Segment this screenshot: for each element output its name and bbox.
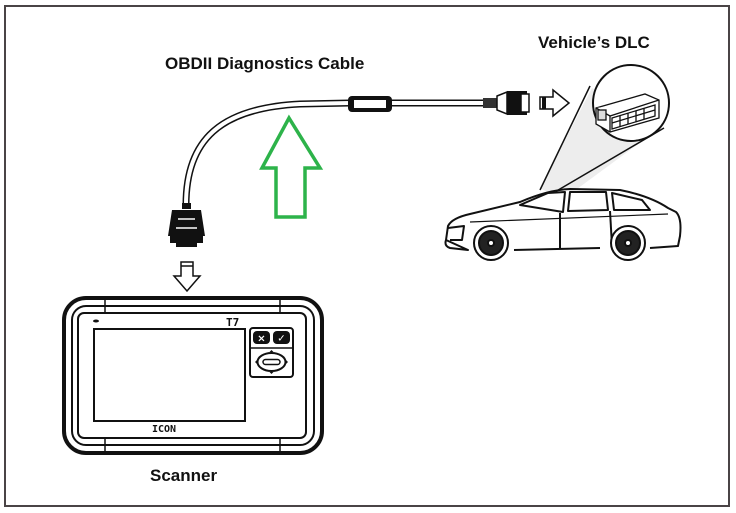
confirm-button-icon [273,331,290,344]
obdii-cable [182,99,489,209]
scanner-device: × ✓ T7 ICON [62,296,324,455]
vehicle-icon [444,188,682,261]
dpad-icon [255,350,288,374]
scanner-model-text: T7 [226,316,239,329]
db-connector [168,203,205,247]
dlc-port-icon [595,93,660,133]
arrow-right-icon [539,88,571,118]
dlc-label: Vehicle’s DLC [538,33,650,52]
arrow-down-icon [172,261,202,293]
highlight-arrow-icon [259,114,324,219]
scanner-label: Scanner [150,466,218,485]
scanner-brand-text: ICON [152,424,176,435]
dlc-magnifier [539,64,670,200]
obd-connector [483,90,530,116]
cable-label: OBDII Diagnostics Cable [165,54,365,73]
svg-text:✓: ✓ [277,334,285,345]
svg-text:×: × [257,334,265,345]
scanner-screen [93,328,246,422]
cancel-button-icon [253,331,270,344]
